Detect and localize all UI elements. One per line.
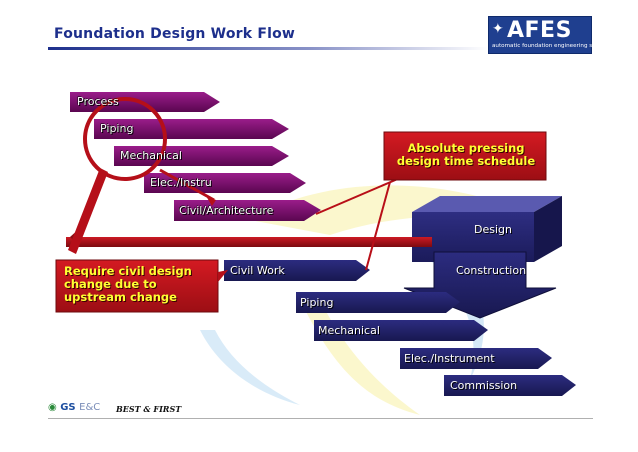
page-title: Foundation Design Work Flow [54, 26, 296, 42]
design-arrows [70, 92, 321, 221]
title-underline [48, 47, 488, 50]
design-label-piping: Piping [100, 122, 134, 135]
require-callout-text: Require civil design change due to upstr… [64, 264, 192, 304]
gs-logo-mark-icon: ◉ [48, 402, 57, 413]
construction-label-piping: Piping [300, 296, 334, 309]
design-arrow-elec [144, 173, 306, 193]
construction-label-commission: Commission [450, 379, 518, 392]
construction-arrow-commission [444, 375, 576, 396]
construction-arrow-elec [400, 348, 552, 369]
design-label-process: Process [77, 95, 119, 108]
construction-arrow-piping [296, 292, 460, 313]
design-label-mechanical: Mechanical [120, 149, 182, 162]
construction-phase-label: Construction [456, 264, 527, 277]
design-arrow-piping [94, 119, 289, 139]
best-first-logo: BEST & FIRST [116, 404, 182, 414]
design-arrow-process [70, 92, 220, 112]
afes-logo: ✦ AFES automatic foundation engineering … [488, 16, 610, 54]
footer-divider [48, 418, 593, 419]
design-label-civil: Civil/Architecture [179, 204, 274, 217]
construction-label-civil-work: Civil Work [230, 264, 285, 277]
gs-logo: ◉ GS E&C [48, 402, 100, 413]
construction-arrow-civil-work [224, 260, 370, 281]
construction-arrow-mechanical [314, 320, 488, 341]
gs-ec-text: E&C [79, 402, 101, 413]
design-label-elec: Elec./Instrument [150, 176, 212, 189]
afes-logo-mark-icon: ✦ [492, 21, 504, 37]
require-callout [55, 97, 228, 313]
design-arrow-civil [174, 200, 321, 221]
afes-logo-subtitle: automatic foundation engineering system [492, 43, 610, 49]
highlight-circle [83, 97, 167, 181]
design-phase-label: Design [474, 223, 512, 236]
construction-label-mechanical: Mechanical [318, 324, 380, 337]
absolute-callout [315, 131, 547, 271]
construction-arrows [224, 260, 576, 396]
afes-logo-text: AFES [507, 18, 572, 43]
gs-logo-text: GS [60, 402, 76, 413]
construction-label-elec: Elec./Instrument [404, 352, 495, 365]
absolute-callout-text: Absolute pressing design time schedule [396, 141, 536, 168]
